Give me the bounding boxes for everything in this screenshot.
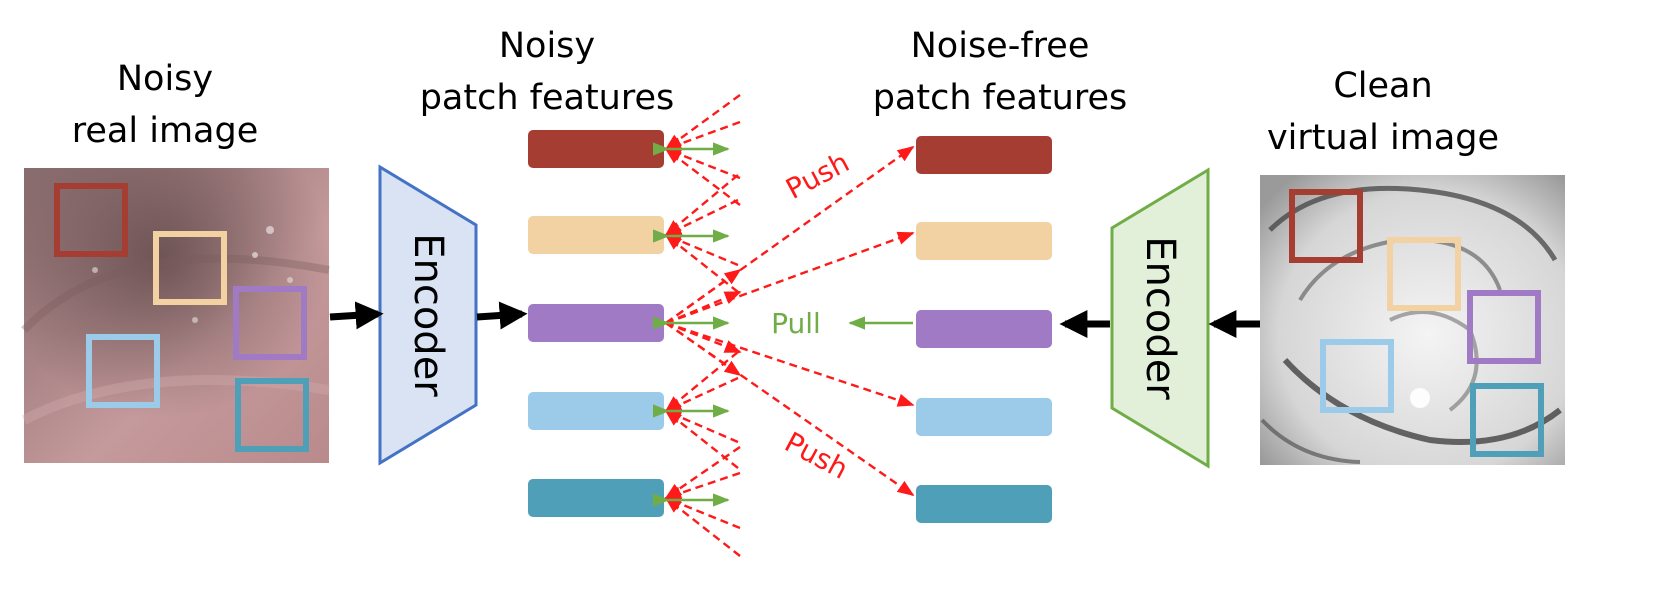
pull-label: Pull: [771, 307, 821, 340]
push-label-bottom: Push: [779, 425, 853, 485]
clean-image-title-line2: virtual image: [1267, 118, 1499, 158]
clean-features-title-line1: Noise-free: [911, 26, 1090, 66]
push-arrow-fan-3-0: [664, 446, 741, 499]
push-arrow-long-3: [665, 322, 915, 496]
noisy-real-image: [21, 168, 330, 463]
noisy-features-title-line2: patch features: [420, 78, 675, 118]
push-arrow-fan-3-2: [664, 496, 741, 530]
pull-arrows: [652, 142, 913, 507]
push-arrow-long-0: [665, 146, 915, 324]
clean-virtual-image: [1260, 175, 1565, 465]
push-arrow-fan-3-1: [664, 471, 741, 500]
clean-feature-bars: [916, 136, 1052, 523]
push-arrow-fan-1-1: [664, 198, 739, 237]
push-arrow-fan-0-3: [664, 147, 741, 206]
clean-feature-bar-light-blue: [916, 398, 1052, 436]
push-arrow-fan-2-3: [664, 409, 739, 469]
push-arrow-long-1: [665, 231, 915, 325]
patch-box-red: [1289, 189, 1363, 263]
push-arrow-fan-3-3: [664, 496, 741, 557]
push-arrow-short-0: [665, 269, 742, 324]
arrow-encoder-to-features: [476, 301, 528, 330]
patch-box-purple: [1467, 290, 1541, 364]
patch-box-teal: [1470, 383, 1544, 457]
push-arrow-long-2: [665, 321, 915, 407]
arrow-image-to-encoder: [329, 301, 384, 330]
noisy-encoder-label: Encoder: [405, 233, 451, 397]
noisy-encoder: Encoder: [378, 164, 478, 466]
noisy-features-title-line1: Noisy: [499, 26, 595, 66]
noisy-feature-bar-teal: [528, 479, 664, 517]
clean-feature-bar-teal: [916, 485, 1052, 523]
push-arrows: [664, 94, 915, 557]
clean-feature-bar-red: [916, 136, 1052, 174]
push-arrow-fan-0-2: [664, 147, 741, 180]
patch-box-tan: [153, 231, 227, 305]
clean-image-title-line1: Clean: [1333, 66, 1432, 106]
push-arrow-fan-1-0: [664, 174, 739, 237]
noisy-feature-bar-red: [528, 130, 664, 168]
patch-box-light-blue: [86, 334, 160, 408]
noisy-feature-bar-purple: [528, 304, 664, 342]
push-arrow-fan-2-0: [664, 351, 739, 413]
clean-features-title-line2: patch features: [873, 78, 1128, 118]
push-arrow-short-3: [665, 322, 742, 376]
noisy-feature-bar-tan: [528, 216, 664, 254]
patch-box-tan: [1387, 237, 1461, 311]
push-arrow-fan-1-2: [664, 233, 739, 267]
noisy-image-patches: [54, 183, 309, 452]
push-arrow-fan-2-1: [664, 376, 739, 413]
clean-image-patches: [1289, 189, 1544, 457]
patch-box-purple: [233, 286, 307, 360]
noisy-feature-bars: [528, 130, 664, 517]
noisy-image-title-line2: real image: [72, 111, 258, 151]
patch-box-red: [54, 183, 128, 257]
push-label-top: Push: [780, 145, 854, 205]
noisy-feature-bar-light-blue: [528, 392, 664, 430]
push-arrow-fan-1-3: [664, 233, 739, 293]
push-arrow-fan-0-0: [664, 94, 741, 150]
clean-encoder: Encoder: [1110, 167, 1210, 469]
clean-encoder-label: Encoder: [1137, 236, 1183, 400]
patch-box-light-blue: [1320, 339, 1394, 413]
clean-feature-bar-purple: [916, 310, 1052, 348]
push-arrow-fan-0-1: [664, 120, 741, 151]
clean-feature-bar-tan: [916, 222, 1052, 260]
patch-box-teal: [235, 378, 309, 452]
noisy-image-title-line1: Noisy: [117, 59, 213, 99]
push-arrow-fan-2-2: [664, 409, 739, 444]
